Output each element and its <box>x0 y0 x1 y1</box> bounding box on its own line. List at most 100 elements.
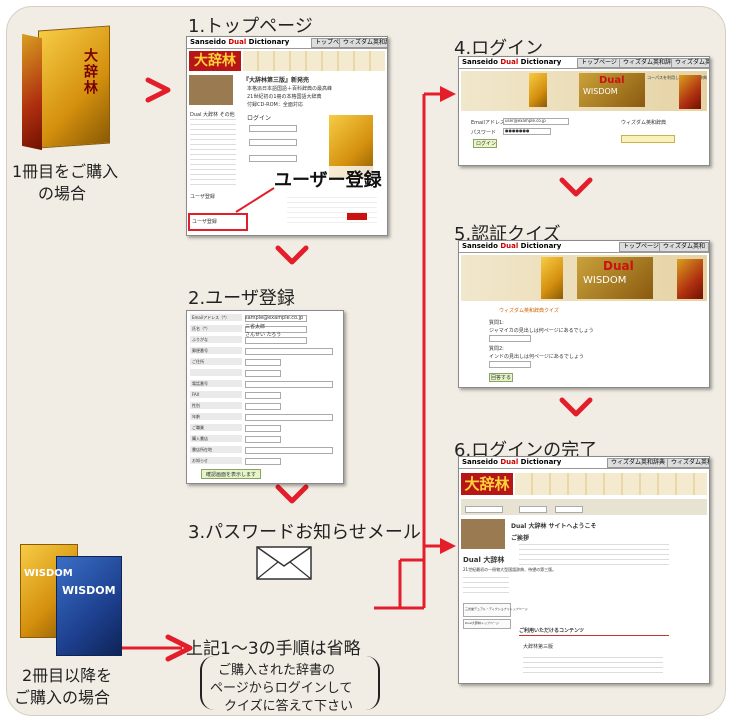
quiz-answer-2[interactable] <box>489 361 531 368</box>
wisdom-book-boxes: WISDOM WISDOM <box>20 538 130 656</box>
register-form-field[interactable] <box>245 337 307 344</box>
top-heading: 『大辞林第三版』新発売 <box>243 77 310 84</box>
register-form-field[interactable] <box>245 414 333 421</box>
register-form-row <box>190 369 242 376</box>
register-form-row: Emailアドレス（*） <box>190 314 242 321</box>
login-email-field[interactable] <box>503 118 569 125</box>
login-screenshot: Sanseido Dual Dictionary トップページ ウィズダム英和辞… <box>458 56 710 166</box>
first-book-label-2: の場合 <box>38 184 87 203</box>
later-book-label-2: ご購入の場合 <box>14 688 111 707</box>
skip-note-1: ご購入された辞書の <box>218 663 336 678</box>
register-form-field[interactable] <box>245 348 333 355</box>
register-form-row: 購入書店 <box>190 435 242 442</box>
dual-top-link[interactable]: 三省堂デュアル・ディクショナリトップページ <box>463 603 528 617</box>
step6-title: 6.ログインの完了 <box>454 440 598 461</box>
skip-note-bracket-right <box>366 656 380 710</box>
login-complete-screenshot: Sanseido Dual Dictionary ウィズダム英和辞典 ウィズダム… <box>458 456 710 684</box>
register-form-row: FAX <box>190 391 242 398</box>
register-form-field[interactable] <box>245 447 333 454</box>
arrow-top-to-register <box>275 245 309 265</box>
register-form-row: 年齢 <box>190 413 242 420</box>
step4-title: 4.ログイン <box>454 38 544 59</box>
welcome-heading: Dual 大辞林 サイトへようこそ <box>511 523 597 530</box>
step5-title: 5.認証クイズ <box>454 224 561 245</box>
register-callout: ユーザー登録 <box>272 166 384 192</box>
register-form-label: Emailアドレス（*） <box>192 315 230 320</box>
register-form-field[interactable] <box>245 425 281 432</box>
step2-title: 2.ユーザ登録 <box>188 288 295 309</box>
daijirin-cover-title: 大辞林 <box>82 48 98 96</box>
wisdom-cover-title-2: WISDOM <box>62 584 116 597</box>
arrowhead-to-login <box>440 86 456 102</box>
quiz-screenshot: Sanseido Dual Dictionary トップページ ウィズダム英和 … <box>458 240 710 388</box>
register-link-highlight[interactable]: ユーザ登録 <box>188 213 248 231</box>
top-login-password[interactable] <box>249 139 297 146</box>
register-form-label: 年齢 <box>192 414 200 419</box>
callout-pointer <box>235 187 275 213</box>
step3-title: 3.パスワードお知らせメール <box>188 522 421 543</box>
arrowhead-to-done <box>440 538 456 554</box>
complete-search-field[interactable] <box>465 506 503 513</box>
skip-note-2: ページからログインして <box>210 681 353 696</box>
arrow-later-to-skip <box>165 634 193 662</box>
arrow-book-to-top <box>145 77 171 103</box>
register-form-row: 郵便番号 <box>190 347 242 354</box>
register-form-label: 購入書店 <box>192 436 208 441</box>
register-form-label: ふりがな <box>192 337 208 342</box>
login-promo-banner: Dual WISDOM <box>579 73 645 107</box>
register-form-label: 郵便番号 <box>192 348 208 353</box>
step1-title: 1.トップページ <box>188 16 313 37</box>
arrow-register-to-mail <box>275 484 309 504</box>
skip-note-bracket-left <box>200 656 214 710</box>
top-login-email[interactable] <box>249 125 297 132</box>
register-form-field[interactable] <box>245 315 307 322</box>
register-form-field[interactable] <box>245 392 281 399</box>
register-form-field[interactable] <box>245 458 281 465</box>
register-form-label: 書店所在地 <box>192 447 212 452</box>
register-form-label: お知らせ <box>192 458 208 463</box>
login-button[interactable]: ログイン <box>473 139 497 148</box>
register-form-row: 書店所在地 <box>190 446 242 453</box>
register-form-label: FAX <box>192 392 200 397</box>
daijirin-top-link[interactable]: Dual大辞林トップページ <box>463 619 511 629</box>
register-form-label: 性別 <box>192 403 200 408</box>
skip-steps-label: 上記1～3の手順は省略 <box>186 639 361 659</box>
register-form-field[interactable] <box>245 436 281 443</box>
register-form-field[interactable] <box>245 403 281 410</box>
envelope-icon <box>256 546 312 580</box>
register-submit-button[interactable]: 確認画面を表示します <box>201 469 261 479</box>
quiz-submit-button[interactable]: 回答する <box>489 373 513 382</box>
daijirin-logo-banner: 大辞林 <box>189 51 241 71</box>
register-form-field[interactable] <box>245 381 333 388</box>
sidebar-login-title: ログイン <box>247 115 272 122</box>
register-form-row: ふりがな <box>190 336 242 343</box>
register-form-row: ご職業 <box>190 424 242 431</box>
skip-note-3: クイズに答えて下さい <box>224 699 353 714</box>
register-form-label: ご住所 <box>192 359 204 364</box>
site-header: Sanseido Dual Dictionary トップページ ウィズダム英和辞… <box>187 37 387 49</box>
daijirin-book-box: 大辞林 <box>22 25 114 151</box>
register-form-label: 電話番号 <box>192 381 208 386</box>
register-form-row: お知らせ <box>190 457 242 464</box>
wisdom-cover-title-1: WISDOM <box>24 568 73 579</box>
register-form-field[interactable] <box>245 359 281 366</box>
top-red-button[interactable] <box>347 213 367 220</box>
register-form-field[interactable] <box>245 370 281 377</box>
first-book-label-1: 1冊目をご購入 <box>12 162 119 181</box>
register-form-row: 氏名（*） <box>190 325 242 332</box>
register-form-row: 性別 <box>190 402 242 409</box>
login-password-field[interactable] <box>503 128 551 135</box>
quiz-answer-1[interactable] <box>489 335 531 342</box>
arrow-quiz-to-done <box>559 397 593 417</box>
register-form-label: 氏名（*） <box>192 326 210 331</box>
register-form-field[interactable] <box>245 326 307 333</box>
register-form-row: 電話番号 <box>190 380 242 387</box>
arrow-login-to-quiz <box>559 177 593 197</box>
top-page-screenshot: Sanseido Dual Dictionary トップページ ウィズダム英和辞… <box>186 36 388 236</box>
register-form-label: ご職業 <box>192 425 204 430</box>
register-form-row: ご住所 <box>190 358 242 365</box>
tab-wisdom[interactable]: ウィズダム英和辞典 <box>339 38 387 48</box>
registration-screenshot: Emailアドレス（*） 氏名（*） ふりがな郵便番号ご住所電話番号 FAX 性別年齢ご… <box>186 310 344 484</box>
